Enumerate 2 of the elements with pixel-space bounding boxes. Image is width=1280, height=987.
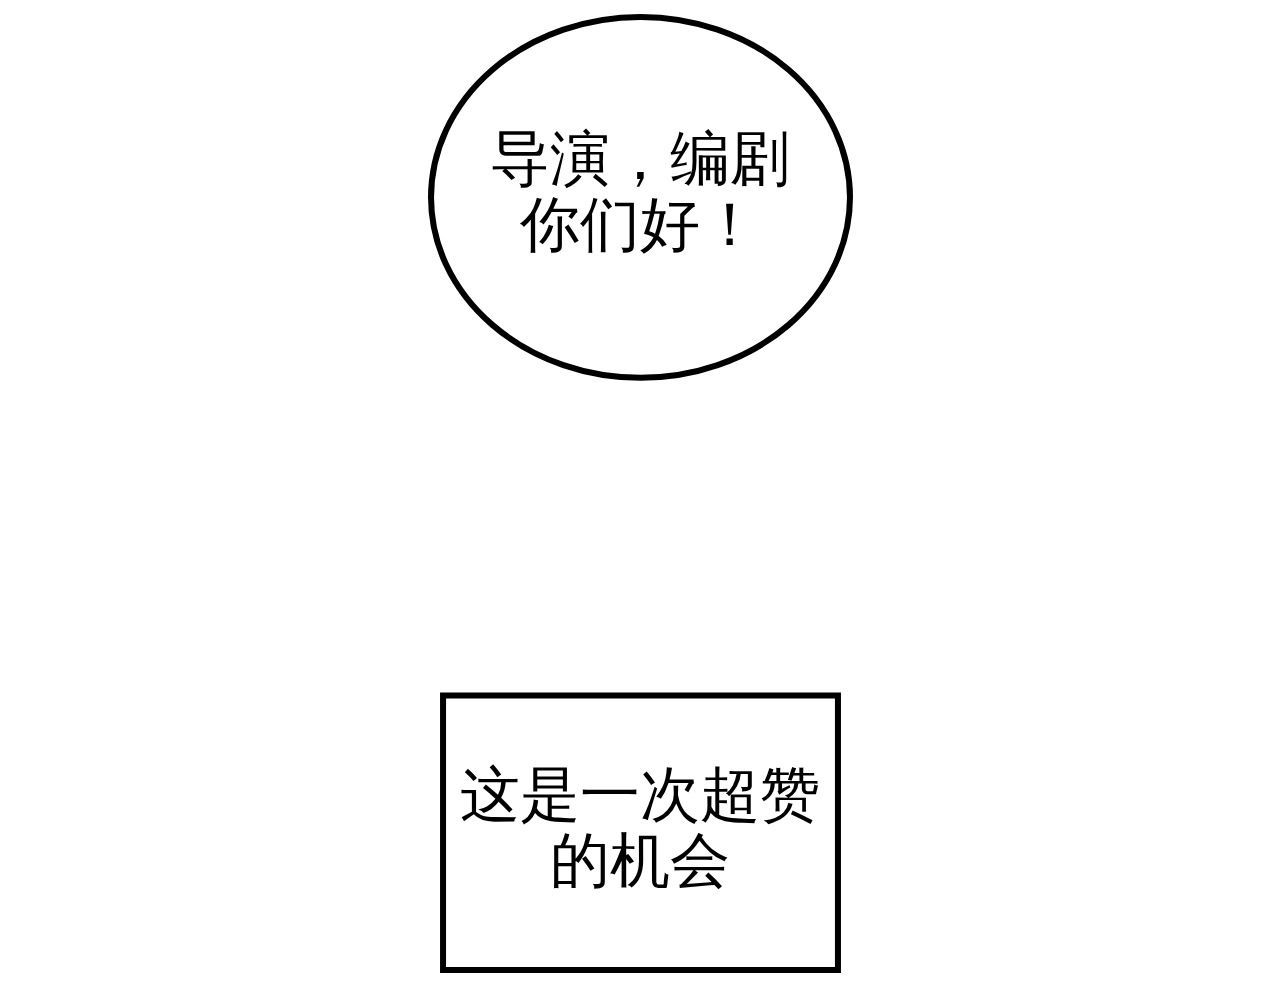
node-ellipse: 导演，编剧你们好！ [427, 13, 853, 381]
node-box: 这是一次超赞的机会 [439, 692, 841, 974]
